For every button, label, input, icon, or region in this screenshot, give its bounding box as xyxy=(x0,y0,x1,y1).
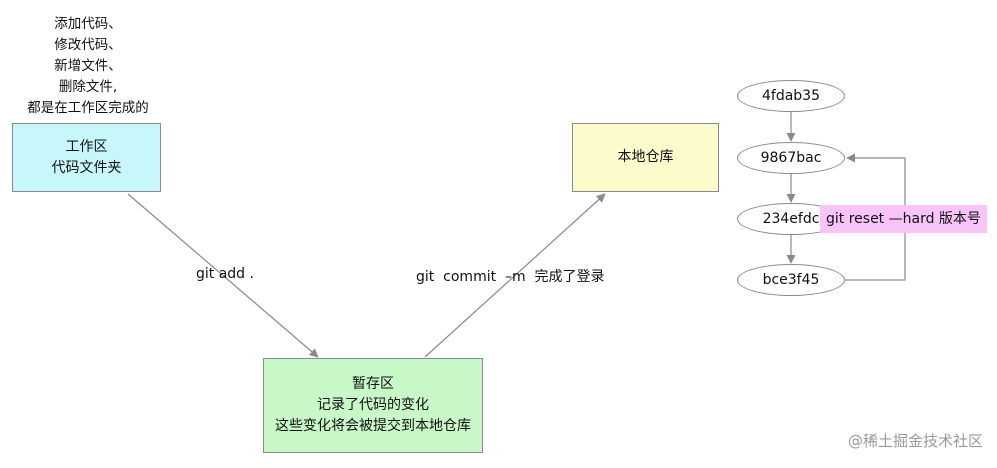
git-reset-label: git reset —hard 版本号 xyxy=(820,205,987,233)
note-line: 添加代码、 xyxy=(54,16,122,32)
staging-box: 暂存区 记录了代码的变化 这些变化将会被提交到本地仓库 xyxy=(263,358,483,453)
commit-node: 4fdab35 xyxy=(737,80,845,112)
workspace-note: 添加代码、 修改代码、 新增文件、 删除文件, 都是在工作区完成的 xyxy=(0,14,176,119)
note-line: 修改代码、 xyxy=(54,37,122,53)
workspace-box: 工作区 代码文件夹 xyxy=(12,123,161,192)
git-commit-label: git commit –m 完成了登录 xyxy=(416,269,605,285)
arrow-workspace-to-staging xyxy=(127,193,319,358)
git-add-label: git add . xyxy=(196,266,254,282)
workspace-subtitle: 代码文件夹 xyxy=(51,159,122,176)
local-repo-box: 本地仓库 xyxy=(572,123,719,192)
workspace-title: 工作区 xyxy=(65,138,108,155)
local-repo-title: 本地仓库 xyxy=(617,149,674,165)
note-line: 删除文件, xyxy=(58,79,118,95)
note-line: 新增文件、 xyxy=(54,58,122,74)
commit-node: 9867bac xyxy=(737,142,845,174)
staging-desc-2: 这些变化将会被提交到本地仓库 xyxy=(275,418,471,434)
watermark: @稀土掘金技术社区 xyxy=(847,432,983,450)
commit-node: bce3f45 xyxy=(737,264,845,296)
staging-desc-1: 记录了代码的变化 xyxy=(317,397,429,413)
arrow-staging-to-local-repo xyxy=(424,193,606,358)
staging-title: 暂存区 xyxy=(352,376,394,392)
note-line: 都是在工作区完成的 xyxy=(27,100,149,116)
